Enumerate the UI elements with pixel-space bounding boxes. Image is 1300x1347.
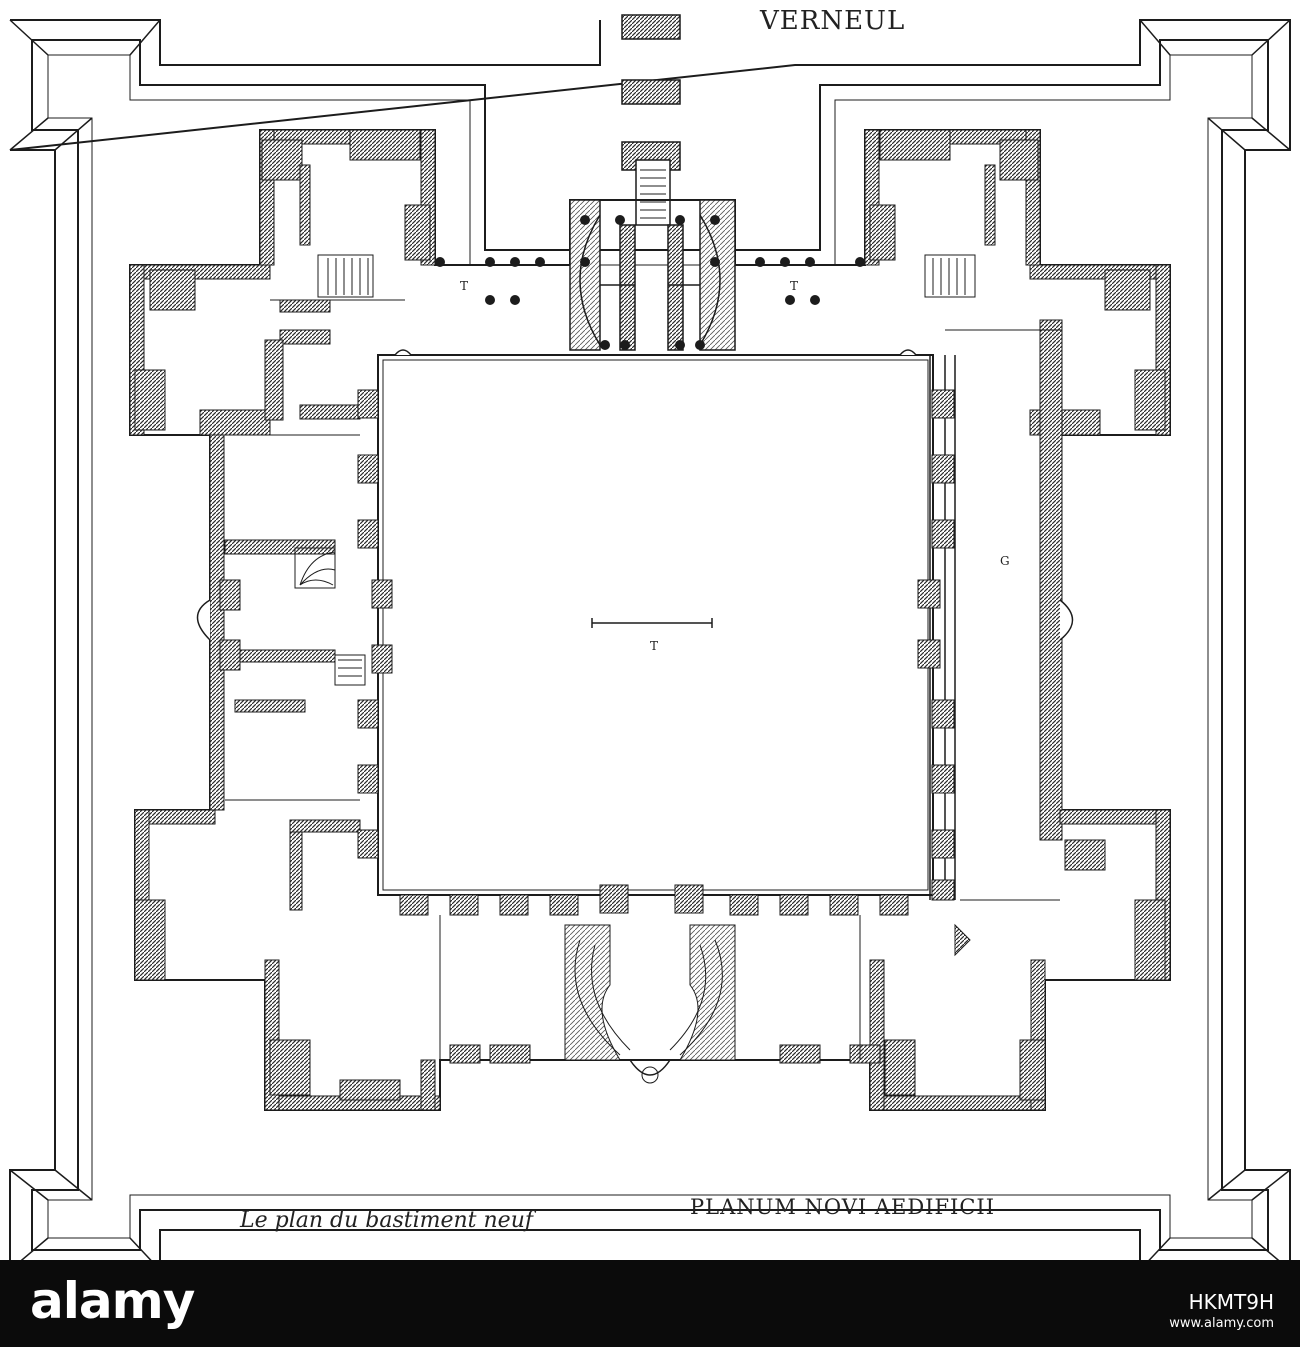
courtyard-inner-line [382,359,929,891]
grand-stair-right [679,924,736,1061]
floor-plan-engraving: T T T G [9,14,1291,1260]
label-front-right-gallery: T [790,279,798,293]
moat-inner-line [31,39,1269,1251]
staircases [294,254,976,1084]
grand-stair-landing [629,1059,671,1076]
entrance-approach [621,14,681,226]
bastion-nw [9,19,161,151]
east-niche [1059,599,1074,641]
se-corner-stair [954,923,971,957]
south-arcade-piers [399,884,909,916]
stock-footer-bar: alamy HKMT9H www.alamy.com [0,1260,1300,1347]
walls [129,129,1171,1111]
bridge-steps [640,169,666,219]
plan-title: VERNEUL [760,6,906,36]
gallery-columns [435,215,865,350]
plan-labels: T T T G [460,279,1010,653]
courtyard-area [377,354,934,896]
west-niche [196,599,211,641]
approach-block-1 [621,14,681,40]
bastion-sw [9,1169,152,1260]
east-gallery-piers [917,389,955,901]
grand-stair-newel [641,1066,659,1084]
label-courtyard: T [650,639,658,653]
entrance-pavilion [569,199,736,351]
label-east-gallery: G [1000,554,1010,568]
grand-stair-left [564,924,621,1061]
east-gallery [929,355,956,900]
bastion-ne [1139,19,1291,151]
projections [196,349,1074,641]
west-spiral-stair [294,547,336,589]
caption-latin: PLANUM NOVI AEDIFICII [690,1195,996,1219]
west-arcade-piers [357,389,393,859]
bastion-se [1148,1169,1291,1260]
room-divisions [225,299,1060,1060]
west-small-stair [334,654,366,686]
caption-french: Le plan du bastiment neuf [240,1208,534,1233]
stock-logo[interactable]: alamy [30,1272,195,1330]
courtyard [377,354,934,896]
approach-block-2 [621,79,681,105]
stock-website[interactable]: www.alamy.com [1169,1316,1274,1331]
image-id: HKMT9H [1188,1290,1274,1314]
label-front-left-gallery: T [460,279,468,293]
ne-staircase [924,254,976,298]
entrance-bridge [635,159,671,226]
nw-staircase [317,254,374,298]
